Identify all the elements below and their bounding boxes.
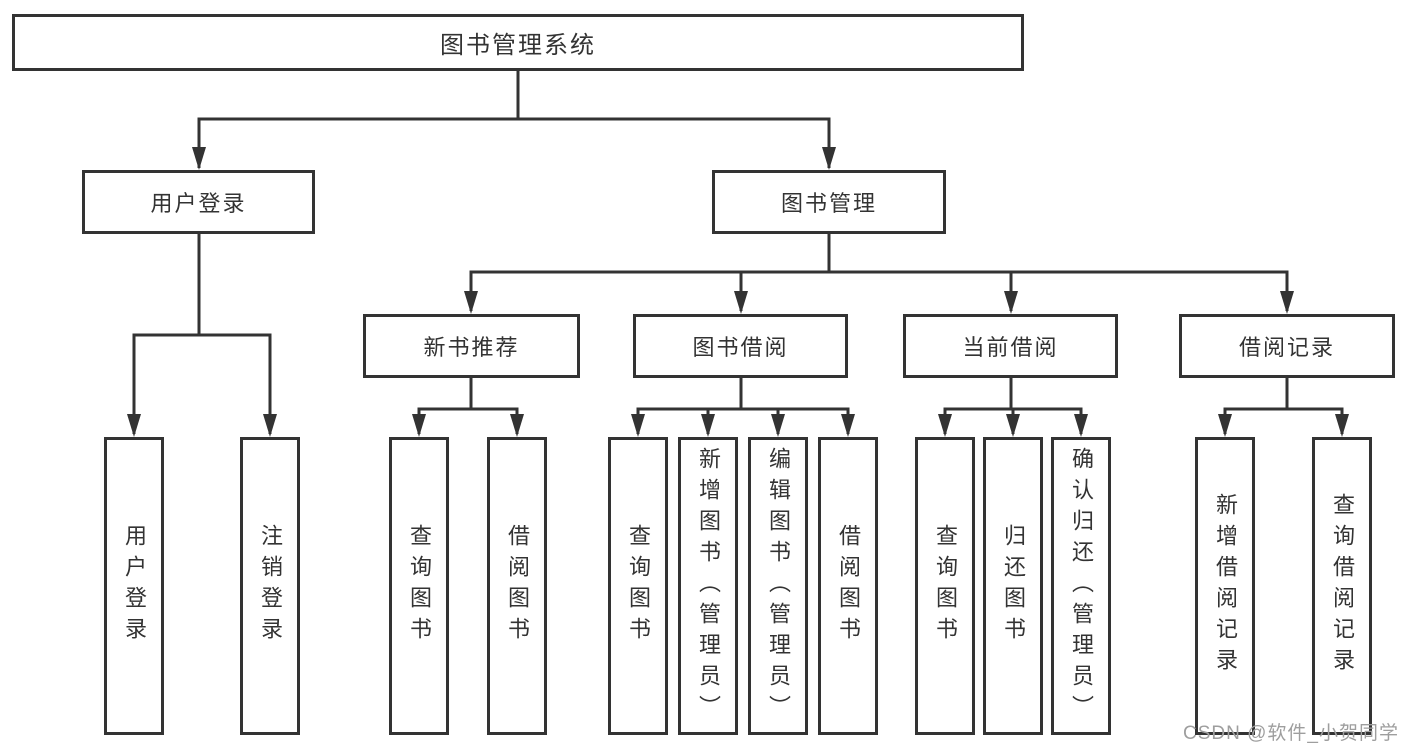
node-label: 借阅记录 [1238, 335, 1335, 360]
node-label: 查询借阅记录 [1330, 493, 1355, 679]
node-label: 借阅图书 [505, 524, 530, 648]
node-label: 查询图书 [933, 524, 958, 648]
node-label: 新书推荐 [423, 335, 520, 360]
leaf-user-login: 用户登录 [104, 437, 164, 735]
node-borrowing-records: 借阅记录 [1179, 314, 1395, 378]
connector-current-to-leaves [938, 378, 1088, 437]
connector-newbook-to-leaves [412, 378, 524, 437]
connector-mgmt-to-level3 [464, 234, 1294, 314]
node-label: 编辑图书（管理员） [766, 446, 791, 726]
leaf-add-borrow-record: 新增借阅记录 [1195, 437, 1255, 735]
node-label: 用户登录 [150, 191, 247, 216]
leaf-return-books: 归还图书 [983, 437, 1043, 735]
leaf-borrow-books-recommend: 借阅图书 [487, 437, 547, 735]
connector-root-to-level2 [192, 71, 836, 170]
node-current-borrowing: 当前借阅 [903, 314, 1118, 378]
node-label: 查询图书 [407, 524, 432, 648]
node-label: 归还图书 [1001, 524, 1026, 648]
node-new-book-recommendation: 新书推荐 [363, 314, 580, 378]
leaf-query-borrow-record: 查询借阅记录 [1312, 437, 1372, 735]
leaf-logout: 注销登录 [240, 437, 300, 735]
leaf-edit-books-admin: 编辑图书（管理员） [748, 437, 808, 735]
connector-records-to-leaves [1218, 378, 1349, 437]
leaf-query-books-recommend: 查询图书 [389, 437, 449, 735]
connector-borrow-to-leaves [631, 378, 855, 437]
csdn-watermark: CSDN @软件_小贺同学 [1183, 723, 1399, 744]
node-label: 图书借阅 [692, 335, 789, 360]
leaf-borrow-books: 借阅图书 [818, 437, 878, 735]
connector-login-to-leaves [127, 234, 277, 437]
node-label: 确认归还（管理员） [1069, 446, 1094, 726]
node-label: 查询图书 [626, 524, 651, 648]
node-label: 新增图书（管理员） [696, 446, 721, 726]
node-book-management: 图书管理 [712, 170, 946, 234]
leaf-query-books-borrow: 查询图书 [608, 437, 668, 735]
leaf-add-books-admin: 新增图书（管理员） [678, 437, 738, 735]
node-label: 图书管理系统 [440, 32, 596, 59]
node-library-management-system: 图书管理系统 [12, 14, 1024, 71]
node-book-borrowing: 图书借阅 [633, 314, 848, 378]
node-user-login: 用户登录 [82, 170, 315, 234]
leaf-query-books-current: 查询图书 [915, 437, 975, 735]
node-label: 新增借阅记录 [1213, 493, 1238, 679]
node-label: 图书管理 [780, 191, 877, 216]
node-label: 当前借阅 [962, 335, 1059, 360]
node-label: 用户登录 [122, 524, 147, 648]
node-label: 借阅图书 [836, 524, 861, 648]
leaf-confirm-return-admin: 确认归还（管理员） [1051, 437, 1111, 735]
node-label: 注销登录 [258, 524, 283, 648]
